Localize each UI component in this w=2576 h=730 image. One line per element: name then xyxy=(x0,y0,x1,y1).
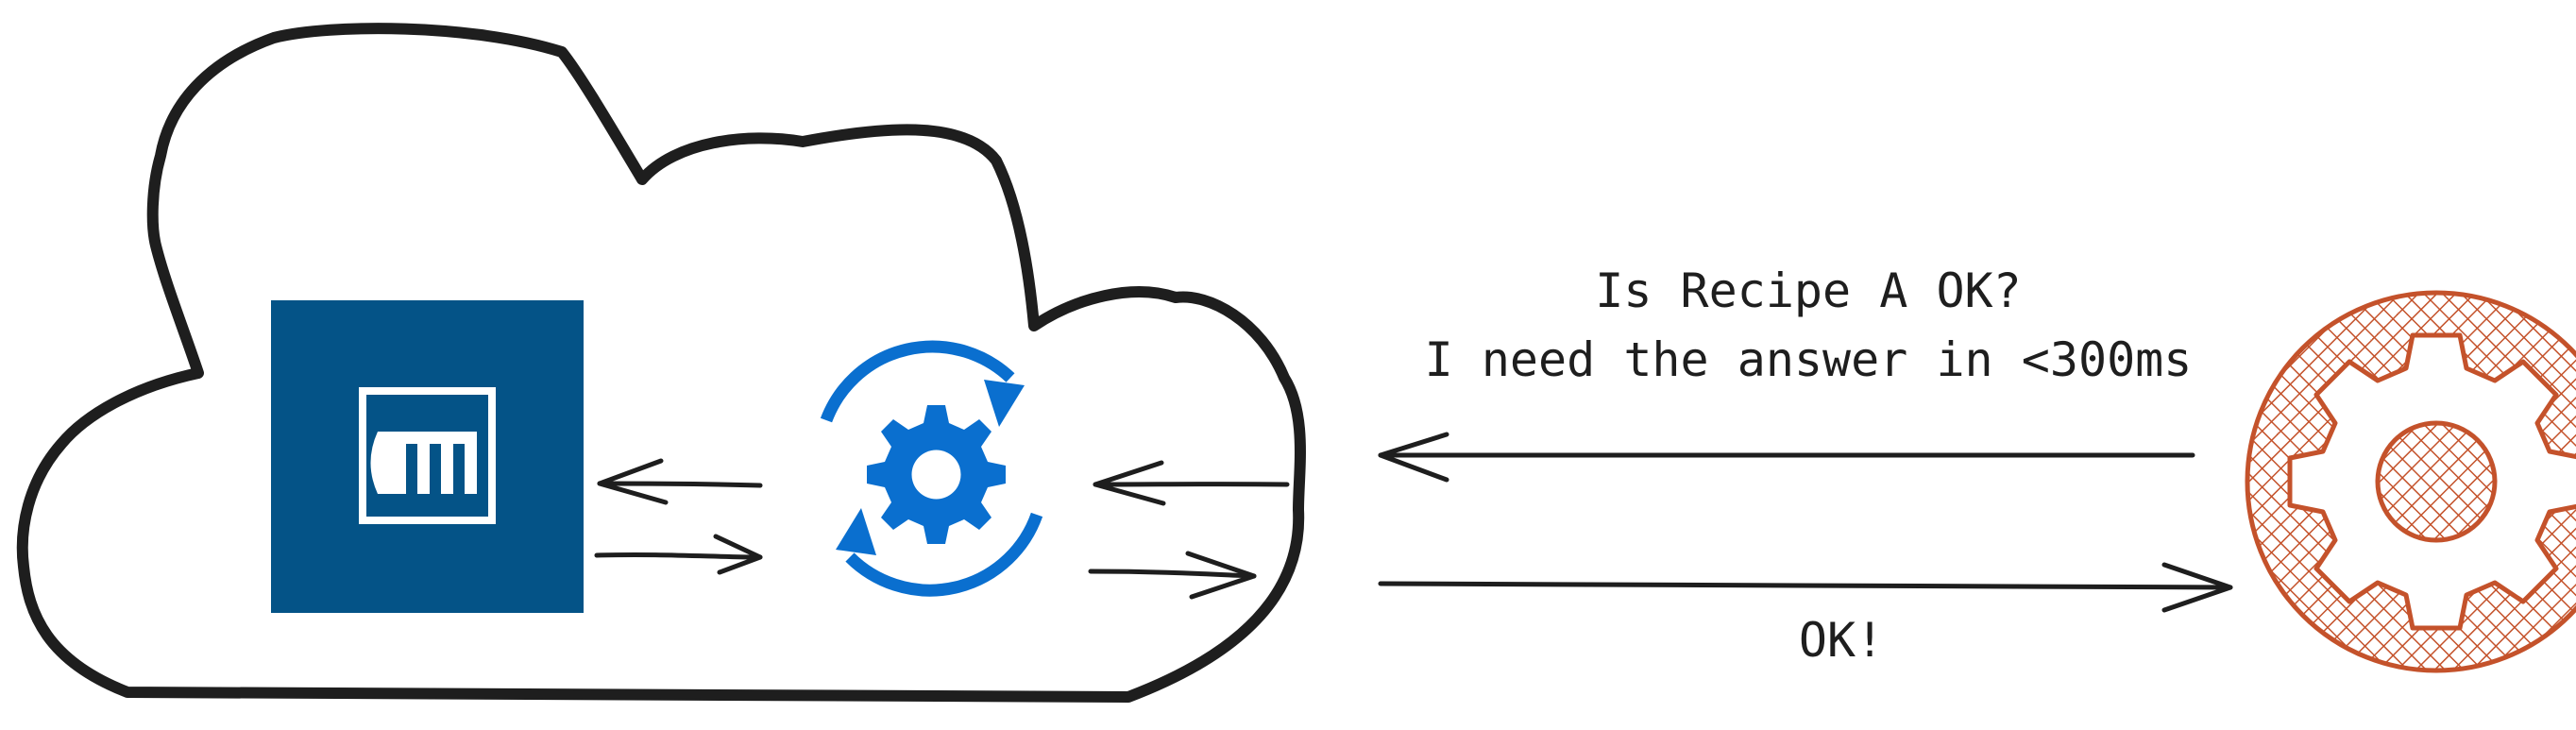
response-message: OK! xyxy=(1799,613,1884,668)
response-arrow xyxy=(1378,562,2233,613)
gear-icon xyxy=(2245,290,2576,673)
request-arrow xyxy=(1378,432,2195,483)
request-message-line-2: I need the answer in <300ms xyxy=(1425,332,2193,387)
internal-response-arrow xyxy=(594,534,763,575)
sync-gear-icon xyxy=(820,340,1043,597)
boundary-request-arrow xyxy=(1093,460,1290,506)
m-logo-icon xyxy=(271,300,584,613)
boundary-response-arrow xyxy=(1088,551,1257,600)
cloud-outline xyxy=(16,23,1306,703)
internal-request-arrow xyxy=(597,458,763,505)
request-message-line-1: Is Recipe A OK? xyxy=(1595,263,2022,318)
